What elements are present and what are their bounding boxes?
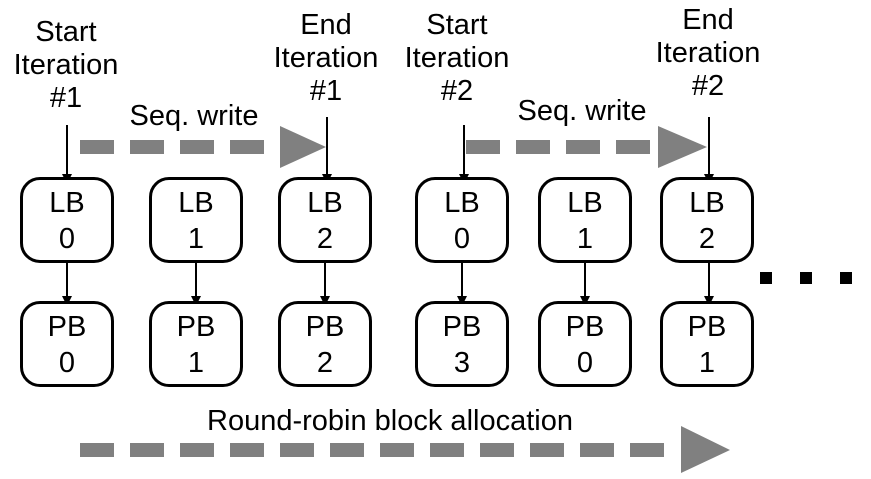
block-number: 1 (187, 347, 205, 379)
block-type: PB (305, 311, 345, 343)
block-number: 0 (453, 223, 471, 255)
physical-block: PB 1 (660, 301, 754, 387)
block-type: LB (307, 187, 343, 219)
start-iteration-1-marker: Start Iteration #1 (14, 16, 119, 115)
block-number: 1 (187, 223, 205, 255)
logical-block: LB 2 (278, 177, 372, 263)
block-type: LB (444, 187, 480, 219)
logical-block: LB 1 (538, 177, 632, 263)
physical-block: PB 0 (20, 301, 114, 387)
block-number: 1 (576, 223, 594, 255)
end-iteration-2-marker: End Iteration #2 (656, 4, 761, 103)
seq-write-label-2: Seq. write (517, 95, 647, 127)
block-number: 2 (316, 223, 334, 255)
marker-number: #2 (440, 75, 474, 107)
marker-word: Iteration (13, 49, 119, 81)
seq-write-label-1: Seq. write (129, 100, 259, 132)
marker-number: #1 (309, 75, 343, 107)
block-number: 3 (453, 347, 471, 379)
block-number: 1 (698, 347, 716, 379)
block-type: PB (176, 311, 216, 343)
logical-block: LB 0 (20, 177, 114, 263)
end-iteration-1-marker: End Iteration #1 (274, 9, 379, 108)
ellipsis-dots (760, 272, 852, 284)
marker-word: End (300, 9, 352, 41)
start-iteration-2-marker: Start Iteration #2 (405, 9, 510, 108)
block-number: 2 (698, 223, 716, 255)
physical-block: PB 1 (149, 301, 243, 387)
round-robin-arrow (80, 426, 730, 473)
seq-write-arrow-2 (466, 126, 707, 168)
block-type: PB (565, 311, 605, 343)
block-type: PB (47, 311, 87, 343)
marker-word: Start (35, 16, 97, 48)
marker-word: Iteration (404, 42, 510, 74)
block-type: LB (689, 187, 725, 219)
block-type: LB (178, 187, 214, 219)
logical-block: LB 1 (149, 177, 243, 263)
marker-number: #1 (49, 82, 83, 114)
seq-write-arrow-1 (80, 126, 326, 168)
block-type: PB (442, 311, 482, 343)
block-number: 0 (576, 347, 594, 379)
logical-block: LB 2 (660, 177, 754, 263)
physical-block: PB 3 (415, 301, 509, 387)
block-number: 0 (58, 223, 76, 255)
marker-word: Start (426, 9, 488, 41)
marker-word: Iteration (655, 37, 761, 69)
physical-block: PB 0 (538, 301, 632, 387)
marker-number: #2 (691, 70, 725, 102)
marker-word: Iteration (273, 42, 379, 74)
logical-block: LB 0 (415, 177, 509, 263)
block-type: LB (49, 187, 85, 219)
marker-word: End (682, 4, 734, 36)
physical-block: PB 2 (278, 301, 372, 387)
round-robin-label: Round-robin block allocation (207, 405, 573, 437)
block-number: 0 (58, 347, 76, 379)
block-number: 2 (316, 347, 334, 379)
block-type: LB (567, 187, 603, 219)
block-type: PB (687, 311, 727, 343)
